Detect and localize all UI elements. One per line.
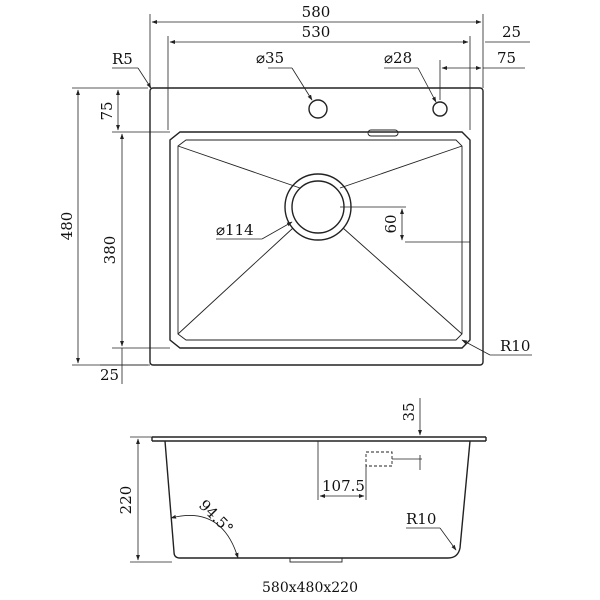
label-overall-width: 580 [302,3,331,21]
label-flange: 35 [400,402,418,421]
crease-bottom-left [177,227,294,335]
second-hole [432,101,448,117]
crease-top-right [339,145,463,189]
label-second-hole: ⌀28 [384,49,412,67]
label-faucet-hole: ⌀35 [256,49,284,67]
crease-top-left [177,145,301,189]
angle-arc [170,514,239,559]
label-back-offset: 75 [98,101,116,120]
label-edge-offset: 25 [502,23,521,41]
label-height: 220 [117,486,135,515]
top-view: 580 530 25 75 R5 ⌀35 ⌀28 480 7 [58,3,532,384]
bowl-outline [169,131,471,349]
label-outer-radius: R5 [112,50,133,68]
deck-outline [149,87,484,366]
label-hole-offset: 75 [497,49,516,67]
label-drain-offset: 60 [382,214,400,233]
label-front-offset: 25 [100,366,119,384]
overflow-slot [367,129,399,137]
label-overflow-offset: 107.5 [322,477,365,495]
side-view: 220 35 107.5 94.5° R10 [117,398,487,563]
label-inner-width: 530 [302,23,331,41]
drain-stub [289,557,343,563]
bowl-inner-outline [177,139,463,341]
label-bowl-length: 380 [101,236,119,265]
faucet-hole [308,99,328,119]
size-caption: 580x480x220 [262,580,358,596]
label-side-radius: R10 [406,510,436,528]
label-overall-length: 480 [58,212,76,241]
overflow-box [365,451,393,467]
label-drain: ⌀114 [216,221,254,239]
drain-inner [291,180,345,234]
crease-bottom-right [342,227,463,335]
label-inner-radius: R10 [500,337,530,355]
